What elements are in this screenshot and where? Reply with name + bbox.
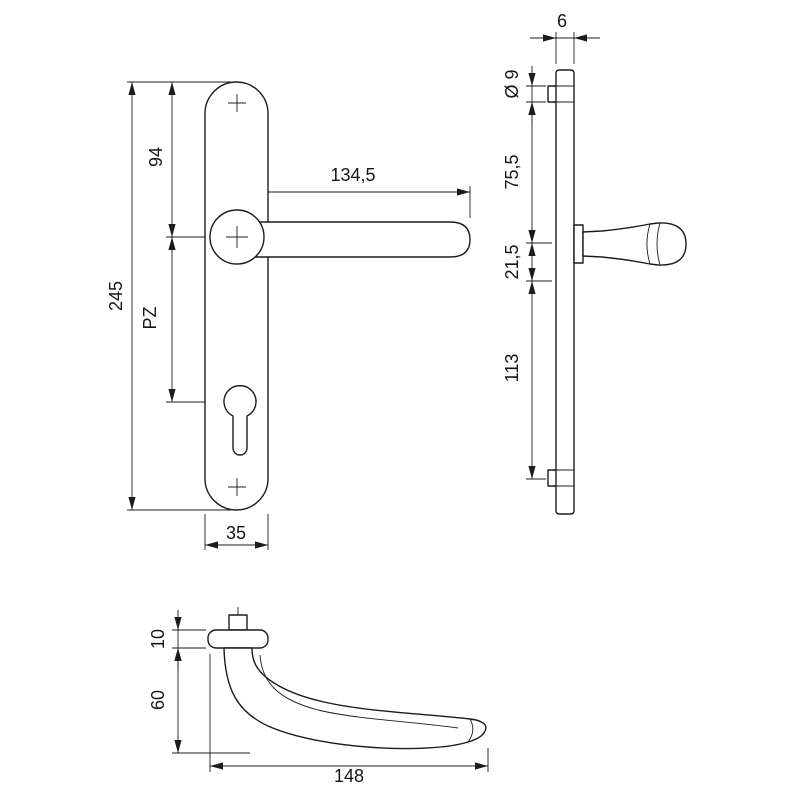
grip-edge-line: [259, 654, 459, 729]
lever-side-arc-1: [646, 223, 651, 265]
dim-label-handle-to-cylinder: 21,5: [502, 244, 522, 279]
front-view: 245 94 PZ 134,5 35: [106, 81, 471, 550]
spindle: [228, 614, 248, 631]
dim-label-projection: 60: [148, 690, 168, 710]
bottom-view: 10 60 148: [148, 607, 489, 786]
screw-mark-top: [228, 94, 246, 112]
screw-mark-bottom: [228, 478, 246, 496]
dim-label-cylinder-type: PZ: [140, 306, 160, 329]
dim-label-lever-length: 134,5: [330, 165, 375, 185]
dim-label-plate-height: 245: [106, 281, 126, 311]
dim-label-thickness: 6: [557, 11, 567, 31]
dim-label-hole-to-handle: 75,5: [502, 154, 522, 189]
lever-side-arc-2: [656, 222, 661, 266]
dim-label-hole-diameter: Ø 9: [502, 69, 522, 98]
backplate-side: [555, 69, 575, 515]
rose-side: [573, 224, 584, 264]
rose-bottom: [207, 629, 269, 649]
dim-label-lower-spacing: 113: [502, 354, 522, 383]
rose-center-mark: [226, 226, 248, 248]
dim-label-plate-width: 35: [226, 523, 246, 543]
dim-label-top-to-handle: 94: [146, 147, 166, 167]
euro-cylinder-cutout: [223, 384, 257, 456]
grip-tip-line: [467, 718, 474, 743]
grip-bottom: [223, 647, 487, 750]
dim-label-length: 148: [334, 766, 364, 786]
side-view: 6 Ø 9 75,5 21,5 113: [502, 11, 687, 515]
dim-label-rose-height: 10: [148, 629, 168, 649]
lever-side: [582, 222, 687, 266]
lever-handle: [239, 221, 471, 258]
